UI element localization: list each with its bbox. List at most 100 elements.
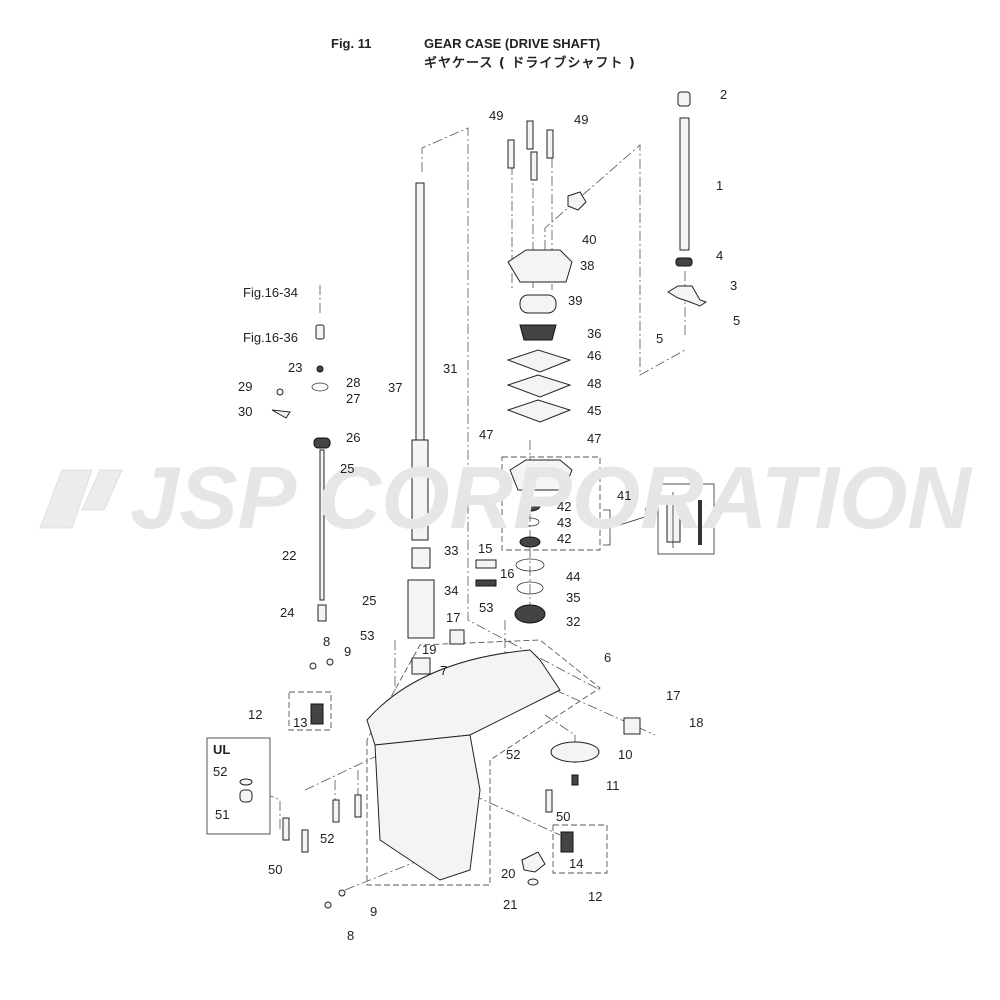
group-box-12-lower xyxy=(552,824,608,874)
callout: 11 xyxy=(606,778,620,793)
callout: 49 xyxy=(574,112,588,127)
part-38-pump-housing xyxy=(507,249,573,283)
callout: 48 xyxy=(587,376,601,391)
callout: 27 xyxy=(346,391,360,406)
callout: 24 xyxy=(280,605,294,620)
callout: 31 xyxy=(443,361,457,376)
callout: 8 xyxy=(323,634,330,649)
part-41-housing xyxy=(509,459,573,491)
callout: 42 xyxy=(557,499,571,514)
callout: 42 xyxy=(557,531,571,546)
part-34-sleeve xyxy=(407,579,435,639)
callout: 39 xyxy=(568,293,582,308)
callout: 15 xyxy=(478,541,492,556)
ref-fig-16-34[interactable]: Fig.16-34 xyxy=(243,285,298,300)
callout: 34 xyxy=(444,583,458,598)
callout: 25 xyxy=(340,461,354,476)
ul-inset-label: UL xyxy=(213,742,230,757)
watermark: JSP CORPORATION xyxy=(39,448,973,547)
callout: 14 xyxy=(569,856,583,871)
callout: 13 xyxy=(293,715,307,730)
watermark-text: JSP CORPORATION xyxy=(130,448,973,547)
part-6-gear-case-upper xyxy=(366,649,561,746)
callout: 5 xyxy=(733,313,740,328)
callout: 40 xyxy=(582,232,596,247)
part-7-bush xyxy=(411,657,431,675)
callout: 4 xyxy=(716,248,723,263)
part-22-shift-rod xyxy=(319,449,325,601)
callout: 41 xyxy=(617,488,631,503)
figure-title-jp: ギヤケース ( ドライブシャフト ) xyxy=(424,56,636,71)
callout: 38 xyxy=(580,258,594,273)
callout: 12 xyxy=(588,889,602,904)
part-10-trim-tab xyxy=(550,741,600,763)
callout: 12 xyxy=(248,707,262,722)
part-48-plate xyxy=(506,374,572,398)
callout: 52 xyxy=(506,747,520,762)
callouts: 2 1 4 3 5 5 49 49 40 38 39 36 46 48 45 4… xyxy=(213,87,740,943)
callout: 17 xyxy=(446,610,460,625)
gear-case-envelope xyxy=(366,639,601,886)
callout: 5 xyxy=(656,331,663,346)
part-36-impeller xyxy=(519,324,557,341)
callout: 47 xyxy=(479,427,493,442)
ref-fig-16-36[interactable]: Fig.16-36 xyxy=(243,330,298,345)
callout: 47 xyxy=(587,431,601,446)
callout: 7 xyxy=(440,663,447,678)
callout: 49 xyxy=(489,108,503,123)
callout: 46 xyxy=(587,348,601,363)
group-box-12-upper xyxy=(288,691,332,731)
callout: 20 xyxy=(501,866,515,881)
callout: 6 xyxy=(604,650,611,665)
callout: 16 xyxy=(500,566,514,581)
part-4-grommet xyxy=(675,257,693,267)
callout: 53 xyxy=(479,600,493,615)
callout: 8 xyxy=(347,928,354,943)
callout: 26 xyxy=(346,430,360,445)
figure-number: Fig. 11 xyxy=(331,36,372,51)
watermark-logo-icon xyxy=(39,469,123,529)
callout: 33 xyxy=(444,543,458,558)
callout: 30 xyxy=(238,404,252,419)
seal-detail-inset xyxy=(603,483,715,555)
part-39-insert xyxy=(519,294,557,314)
callout: 28 xyxy=(346,375,360,390)
part-1-water-tube xyxy=(679,117,690,251)
callout: 35 xyxy=(566,590,580,605)
callout: 32 xyxy=(566,614,580,629)
callout: 3 xyxy=(730,278,737,293)
callout: 36 xyxy=(587,326,601,341)
part-6-gear-case-lower xyxy=(374,734,481,881)
callout: 17 xyxy=(666,688,680,703)
part-40 xyxy=(567,191,587,211)
callout: 2 xyxy=(720,87,727,102)
part-33-spring xyxy=(411,547,431,569)
callout: 22 xyxy=(282,548,296,563)
callout: 45 xyxy=(587,403,601,418)
callout: 21 xyxy=(503,897,517,912)
callout: 18 xyxy=(689,715,703,730)
callout: 37 xyxy=(388,380,402,395)
callout: 50 xyxy=(556,809,570,824)
callout: 51 xyxy=(215,807,229,822)
callout: 53 xyxy=(360,628,374,643)
callout: 25 xyxy=(362,593,376,608)
callout: 1 xyxy=(716,178,723,193)
callout: 50 xyxy=(268,862,282,877)
figure-title-en: GEAR CASE (DRIVE SHAFT) xyxy=(424,36,601,51)
callout: 9 xyxy=(344,644,351,659)
callout: 52 xyxy=(320,831,334,846)
callout: 44 xyxy=(566,569,580,584)
part-2-cap xyxy=(677,91,691,107)
callout: 10 xyxy=(618,747,632,762)
callout: 9 xyxy=(370,904,377,919)
part-46-gasket xyxy=(506,349,572,373)
ul-inset: UL xyxy=(206,737,271,835)
callout: 29 xyxy=(238,379,252,394)
part-45-gasket xyxy=(506,399,572,423)
callout: 19 xyxy=(422,642,436,657)
callout: 52 xyxy=(213,764,227,779)
callout: 43 xyxy=(557,515,571,530)
part-3-bracket xyxy=(667,285,708,307)
